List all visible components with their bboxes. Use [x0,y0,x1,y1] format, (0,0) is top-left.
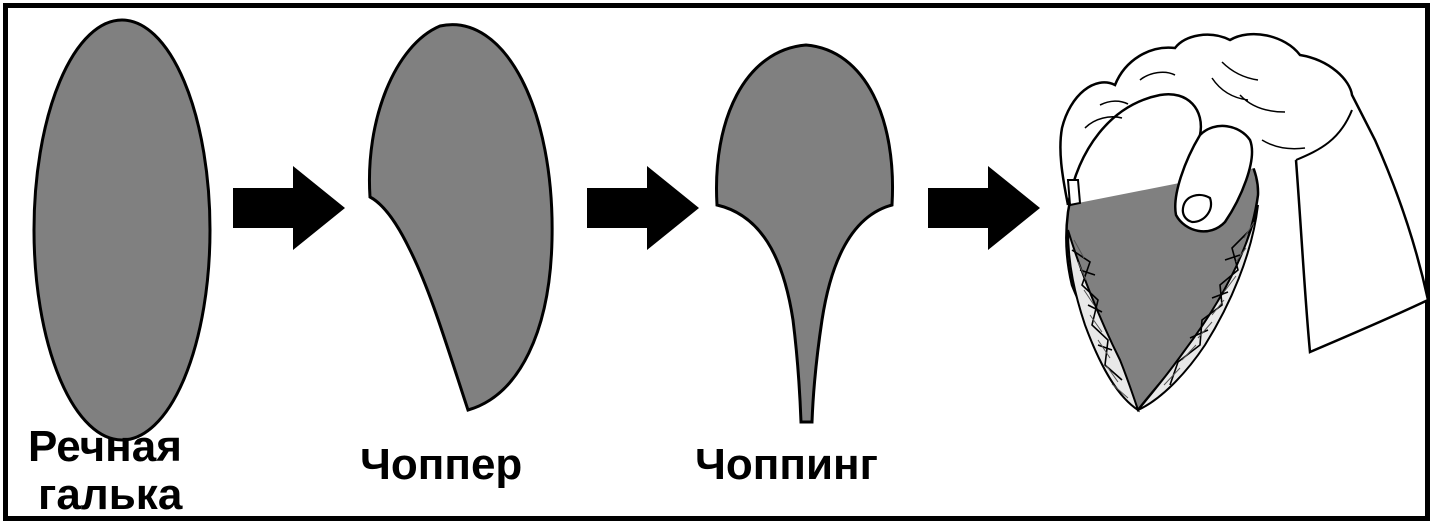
label-chopper: Чоппер [360,440,523,489]
chopper-shape [367,23,554,412]
arrow-right-icon [233,166,345,250]
arrow-right-icon [587,166,699,250]
river-pebble-shape [32,18,212,442]
hand-holding-tool-icon [1059,32,1430,413]
label-river-pebble-line2: галька [38,470,183,519]
arrow-right-icon [928,166,1040,250]
chopping-tool-shape [715,43,895,424]
label-chopping: Чоппинг [695,440,878,489]
label-river-pebble-line1: Речная [28,422,182,471]
